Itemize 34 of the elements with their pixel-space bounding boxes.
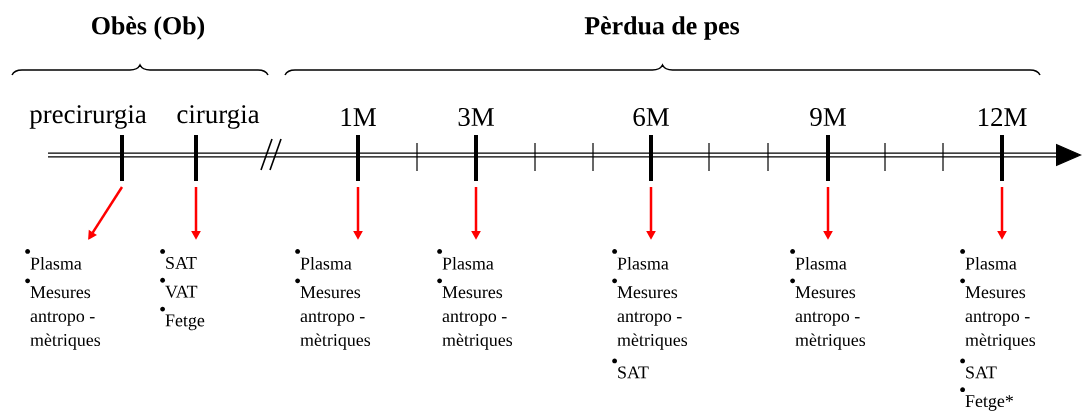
node-label: Plasma <box>617 256 669 270</box>
bullet-list: Plasma Mesures antropo - mètriques SAT Fetge* <box>960 249 1036 411</box>
heading: Obès (Ob) <box>92 16 205 40</box>
node-label: Plasma <box>442 256 494 270</box>
node-label: VAT <box>165 285 198 298</box>
time-label: cirurgia <box>177 105 260 129</box>
time-label: 6M <box>633 107 669 127</box>
bullet-list: Plasma Mesures antropo - mètriques <box>295 249 371 350</box>
node-label: Plasma <box>300 256 352 270</box>
node-label: Plasma <box>30 256 82 270</box>
bullet-list: SAT VAT Fetge <box>160 249 205 331</box>
node-label: Mesures antropo - mètriques <box>442 286 513 350</box>
node-label: Mesures antropo - mètriques <box>617 286 688 350</box>
node-label: Fetge <box>165 314 205 331</box>
node-label: Mesures antropo - mètriques <box>965 286 1036 350</box>
node-label: Fetge* <box>965 395 1013 411</box>
time-label: 3M <box>458 107 494 127</box>
node-label: Plasma <box>965 256 1017 270</box>
bullet-list: Plasma Mesures antropo - mètriques <box>790 249 866 350</box>
node-label: SAT <box>166 256 197 269</box>
time-label: 9M <box>810 107 846 127</box>
node-label: Plasma <box>795 256 847 270</box>
node-label: Mesures antropo - mètriques <box>300 286 371 350</box>
bullet-list: Plasma Mesures antropo - mètriques <box>437 249 513 350</box>
time-label: 1M <box>341 108 376 126</box>
time-label: precirurgia <box>29 105 147 129</box>
node-label: Mesures antropo - mètriques <box>30 286 101 350</box>
bullet-list: Plasma Mesures antropo - mètriques <box>25 249 101 350</box>
node-label: SAT <box>618 366 649 379</box>
heading: Pèrdua de pes <box>584 16 740 40</box>
time-label: 12M <box>978 108 1027 126</box>
node-label: Mesures antropo - mètriques <box>795 286 866 350</box>
bullet-list: Plasma Mesures antropo - mètriques SAT <box>612 249 688 379</box>
node-label: SAT <box>966 366 997 379</box>
